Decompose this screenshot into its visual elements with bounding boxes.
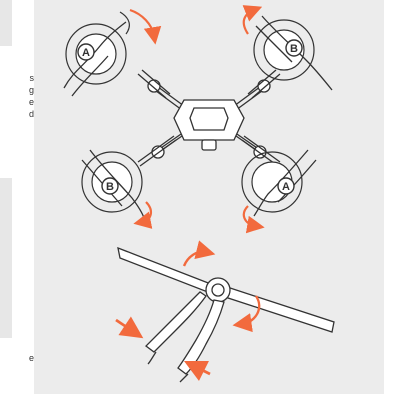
rotate-arrow-icon	[184, 252, 206, 266]
rotate-arrow-icon	[130, 10, 154, 36]
left-text-fragment: s	[22, 72, 34, 84]
press-arrow-icon	[194, 366, 210, 374]
left-page-margin: s g e d e	[0, 0, 34, 394]
rotate-arrow-icon	[244, 10, 254, 34]
rotate-arrow-icon	[142, 202, 151, 222]
drone-icon	[138, 70, 280, 166]
badge-b: B	[290, 43, 298, 55]
illustration-panel: A B	[34, 0, 384, 394]
left-text-fragment: e	[22, 352, 34, 364]
badge-b: B	[106, 181, 114, 193]
press-arrow-icon	[116, 320, 134, 332]
left-gray-block-middle	[0, 178, 12, 338]
badge-a: A	[82, 47, 90, 59]
left-text-fragment: d	[22, 108, 34, 120]
hand-rotate-icon: B	[244, 10, 332, 90]
left-gray-block-top	[0, 0, 12, 46]
hand-rotate-icon: A	[64, 10, 154, 96]
left-text-fragment: e	[22, 96, 34, 108]
propeller-clip-tool-icon	[118, 248, 334, 382]
left-text-fragment: g	[22, 84, 34, 96]
illustration-svg: A B	[34, 0, 384, 394]
badge-a: A	[282, 181, 290, 193]
